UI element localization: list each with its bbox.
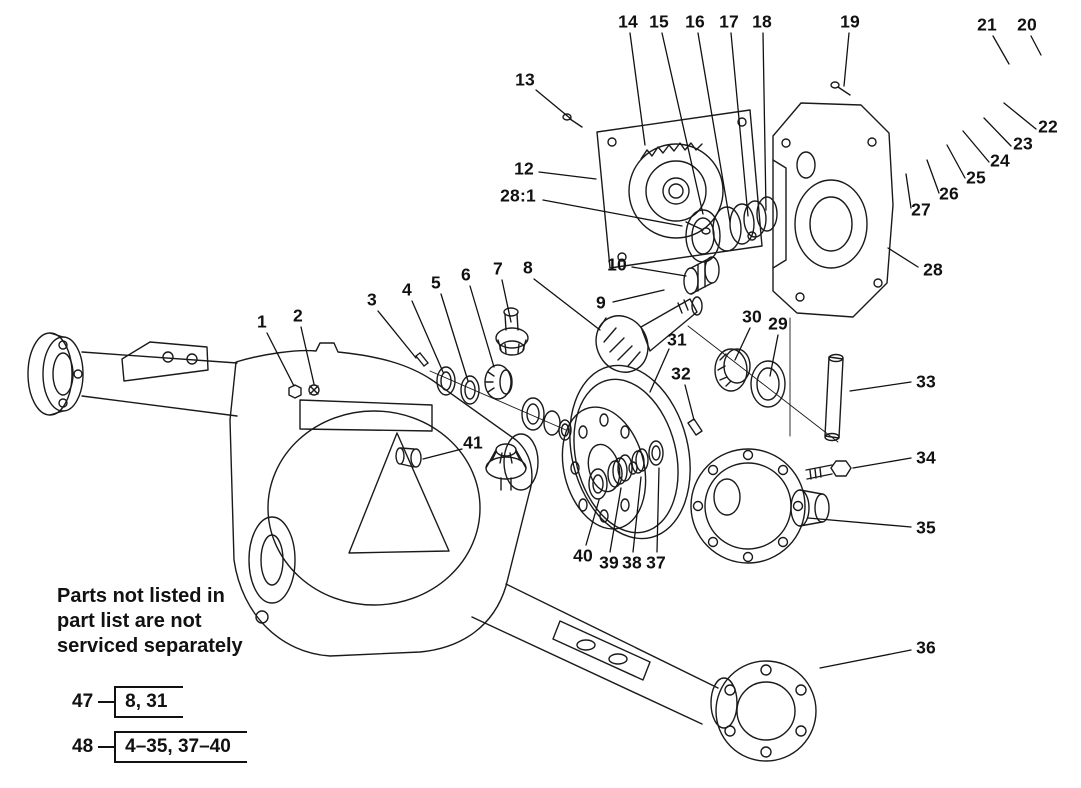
leader-line-32 (684, 384, 695, 421)
leader-line-27 (905, 173, 912, 209)
leader-line-35 (807, 517, 912, 528)
leader-line-7 (501, 279, 512, 323)
pin-32-part (687, 418, 703, 436)
pin-3-part (415, 352, 429, 367)
spline-coupling-part (683, 256, 720, 295)
leader-line-30 (734, 327, 751, 361)
leader-line-3 (377, 310, 417, 359)
alignment-lines (429, 317, 839, 443)
legend-parts-48: 4–35, 37–40 (114, 731, 247, 763)
side-gear-parts (521, 397, 572, 441)
pinion-gear-part (595, 296, 703, 373)
left-axle-flange-part (27, 332, 84, 416)
leader-line-39 (609, 487, 622, 553)
right-axle-tube-part (471, 583, 719, 725)
leader-line-41 (422, 448, 463, 460)
leader-line-17 (730, 32, 749, 217)
legend-connector-line (98, 746, 115, 748)
leader-line-20 (1030, 35, 1042, 56)
leader-line-6 (469, 285, 495, 368)
legend-connector-line (98, 701, 115, 703)
fill-plug-part (395, 447, 422, 468)
leader-line-1 (266, 332, 295, 387)
leader-line-4 (411, 300, 444, 373)
washer-parts (436, 366, 480, 405)
leader-line-22 (1003, 102, 1037, 130)
leader-line-31 (649, 348, 670, 393)
leader-line-12 (538, 171, 597, 180)
leader-line-21 (992, 35, 1010, 65)
bolt-13-part (562, 113, 583, 128)
legend-ref-47: 47 (72, 691, 94, 712)
axle-housing-part (229, 342, 539, 657)
leader-line-19 (843, 32, 850, 87)
leader-line-36 (819, 649, 912, 669)
leader-line-23 (983, 117, 1012, 147)
leader-line-2 (300, 326, 315, 385)
legend-ref-48: 48 (72, 736, 94, 757)
leader-line-24 (962, 130, 990, 163)
leader-line-40 (585, 499, 600, 546)
leader-line-38 (632, 476, 642, 553)
leader-line-28:1 (542, 199, 683, 227)
brake-backing-plate-part (596, 109, 763, 269)
bevel-pinion-part (495, 307, 529, 356)
shim-stack-parts (685, 196, 778, 263)
leader-line-9 (612, 289, 665, 303)
leader-line-18 (762, 32, 767, 211)
service-note-line-1: Parts not listed in (57, 585, 225, 607)
leader-line-37 (656, 467, 660, 553)
right-axle-flange-part (710, 660, 817, 762)
leader-lines (266, 32, 1042, 669)
leader-line-25 (946, 144, 966, 179)
legend-row-47: 47 8, 31 (72, 686, 184, 718)
bevel-gear-6-part (484, 364, 513, 400)
leader-line-8 (533, 278, 601, 331)
bearing-parts (714, 348, 786, 408)
leader-line-15 (661, 32, 704, 215)
dowel-33-part (824, 353, 844, 442)
legend-parts-47: 8, 31 (114, 686, 184, 718)
ring-gear-part (561, 364, 691, 540)
leader-line-13 (535, 89, 572, 120)
leader-line-34 (852, 457, 912, 469)
bevel-gear-lower-part (485, 443, 527, 491)
leader-line-29 (769, 334, 779, 377)
service-note-line-2: part list are not (57, 609, 202, 632)
service-note-line-3: serviced separately (57, 634, 243, 657)
leader-line-10 (631, 266, 687, 277)
carrier-housing-part (772, 102, 894, 318)
spring-parts (588, 440, 664, 500)
leader-line-5 (440, 293, 469, 382)
legend-row-48: 48 4–35, 37–40 (72, 731, 247, 763)
left-axle-tube-part (81, 341, 238, 417)
nut-washer-parts (288, 384, 320, 399)
leader-line-14 (629, 32, 646, 146)
leader-line-28 (887, 247, 919, 268)
leader-line-16 (697, 32, 731, 223)
service-note: Parts not listed in part list are not se… (57, 584, 243, 658)
leader-line-26 (926, 159, 940, 194)
differential-case-part (690, 448, 830, 564)
bolt-19-part (830, 81, 851, 96)
leader-line-33 (849, 381, 912, 392)
bolt-34-part (805, 460, 852, 480)
